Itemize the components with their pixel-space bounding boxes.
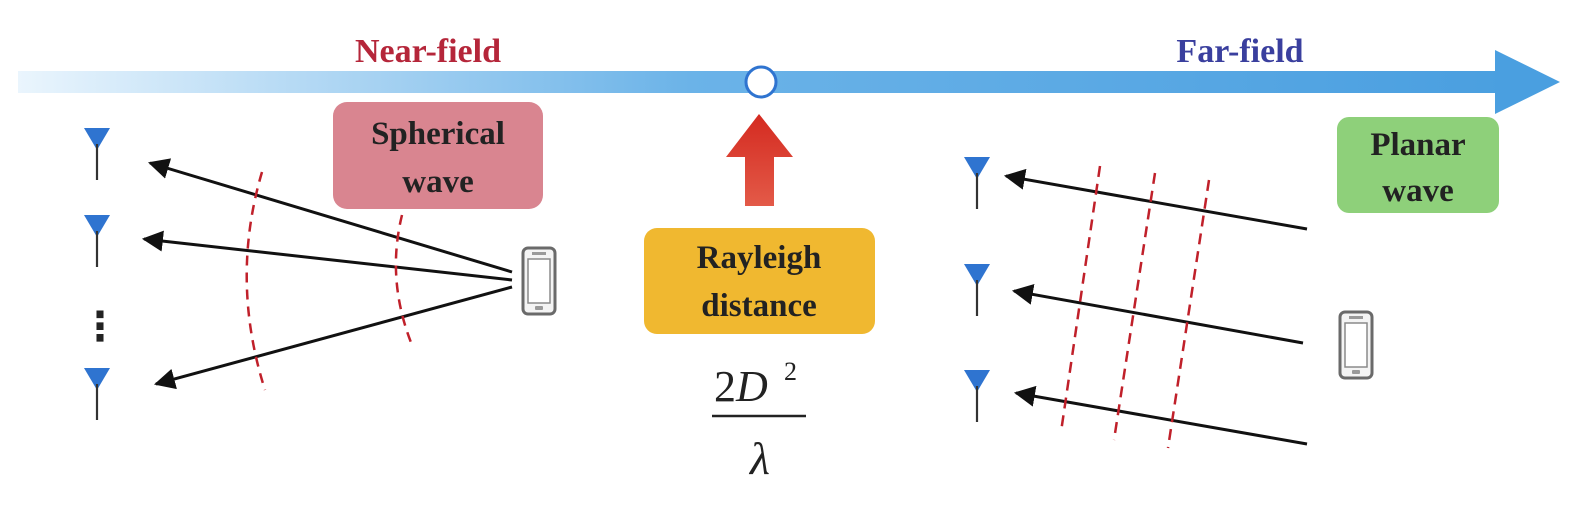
formula-exponent: 2 — [784, 357, 797, 386]
spherical-wave-box: Spherical wave — [333, 102, 543, 209]
phone-icon — [1338, 310, 1374, 380]
wavefront-arc — [394, 214, 414, 346]
wavefront-line — [1059, 165, 1102, 433]
far-field-label: Far-field — [1176, 33, 1303, 70]
antenna-icon — [82, 126, 112, 182]
wavefront-line — [1112, 172, 1157, 441]
formula-denominator: λ — [748, 433, 770, 484]
planar-wavefronts — [1059, 165, 1211, 449]
planar-wave-box: Planar wave — [1337, 117, 1499, 213]
near-field-rays — [141, 158, 513, 390]
near-field-label: Near-field — [355, 33, 501, 70]
antenna-icon — [962, 155, 992, 211]
far-field-antenna-array — [962, 155, 992, 424]
spherical-wavefronts — [245, 171, 414, 391]
antenna-icon — [962, 368, 992, 424]
antenna-icon — [82, 366, 112, 422]
spherical-wave-line2: wave — [402, 164, 473, 200]
spherical-wave-line1: Spherical — [371, 116, 505, 152]
rayleigh-line1: Rayleigh — [697, 240, 822, 276]
rayleigh-boundary-marker — [744, 65, 778, 99]
near-field-antenna-array: ⋮ — [80, 126, 120, 422]
ray-arrow — [147, 158, 513, 274]
antenna-icon — [962, 262, 992, 318]
rayleigh-formula: 2D 2 λ — [712, 357, 806, 484]
wavefront-arc — [245, 171, 267, 391]
rayleigh-pointer-arrow — [726, 114, 793, 206]
rayleigh-distance-box: Rayleigh distance — [644, 228, 875, 334]
ray-arrow — [1003, 168, 1308, 231]
wavefront-line — [1166, 179, 1211, 449]
ellipsis-icon: ⋮ — [80, 304, 120, 350]
formula-numerator: 2D — [714, 362, 768, 411]
ray-arrow — [141, 230, 513, 282]
planar-wave-line2: wave — [1382, 173, 1453, 209]
far-field-rays — [1003, 168, 1308, 446]
distance-axis-arrow — [18, 50, 1560, 114]
planar-wave-line1: Planar — [1370, 127, 1465, 163]
antenna-icon — [82, 213, 112, 269]
rayleigh-line2: distance — [701, 288, 817, 324]
ray-arrow — [1011, 284, 1304, 345]
ray-arrow — [1013, 385, 1308, 446]
phone-icon — [521, 246, 557, 316]
ray-arrow — [153, 285, 513, 390]
